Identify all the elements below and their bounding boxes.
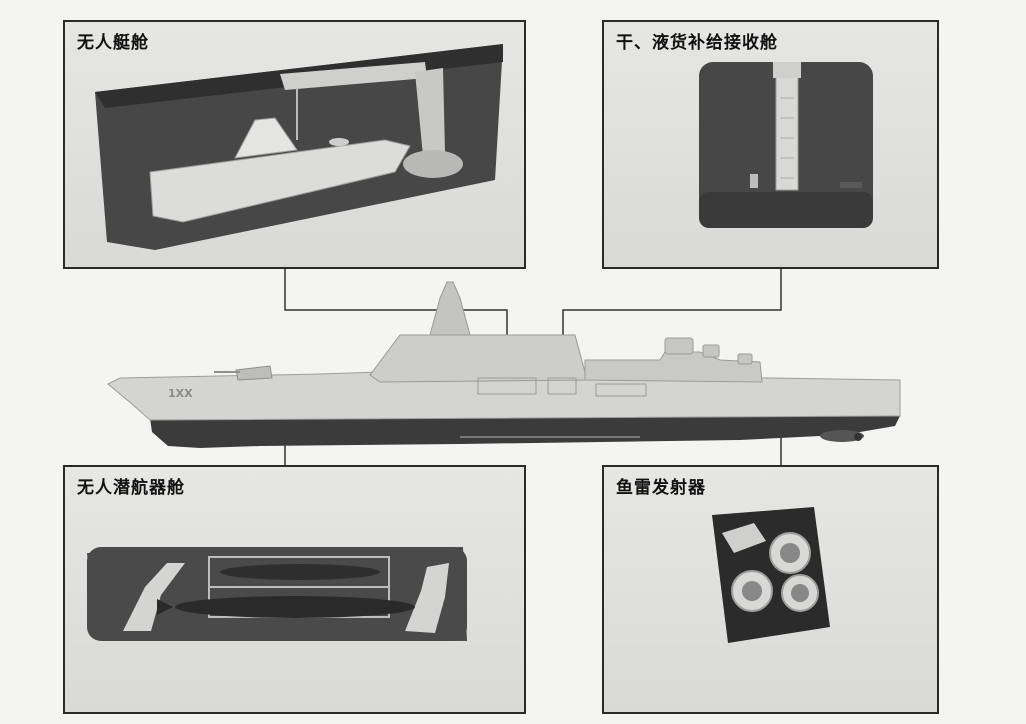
left-cradle (123, 563, 185, 631)
uuv-torpedo-icon (87, 547, 467, 641)
uuv-lower (175, 596, 415, 618)
superstructure (369, 334, 591, 383)
uuv-upper (220, 564, 380, 580)
deck-gun (235, 365, 273, 381)
fuel-receiving-column-icon (699, 62, 873, 228)
torpedo-tubes (722, 523, 819, 612)
uuv-bay-door (595, 383, 647, 397)
mast (429, 281, 471, 336)
uuv-bay-panel: 无人潜航器舱 (63, 465, 526, 714)
crane-base (403, 150, 463, 178)
lower-hull (150, 416, 900, 448)
column-cap (773, 62, 801, 78)
panel-title: 无人潜航器舱 (77, 478, 185, 498)
aft-sensor-small (702, 344, 720, 358)
crane-arm (280, 62, 427, 90)
panel-title: 干、液货补给接收舱 (616, 33, 778, 53)
usv-cabin (234, 117, 298, 159)
usv-sensor (329, 138, 349, 146)
uuv-tail (157, 599, 173, 615)
aft-superstructure (584, 351, 763, 383)
torpedo-tube-icon (712, 507, 830, 643)
crane-column (415, 68, 445, 156)
launcher-opening (712, 507, 830, 643)
bay-floor (699, 192, 873, 228)
usv-bay-panel: 无人艇舱 (63, 20, 526, 269)
torpedo-launcher-panel: 鱼雷发射器 (602, 465, 939, 714)
warship-side-view-icon (107, 281, 901, 448)
usv-bay-door (477, 377, 537, 395)
usv-hull (149, 139, 411, 223)
aft-sensor-tiny (737, 353, 753, 365)
hull-marking: 1XX (168, 387, 193, 400)
receiving-column (775, 63, 799, 191)
deck-hatch (840, 182, 862, 188)
panel-title: 鱼雷发射器 (616, 478, 706, 498)
deck-fitting (750, 174, 758, 188)
upper-hull (107, 371, 901, 421)
replenishment-bay-panel: 干、液货补给接收舱 (602, 20, 939, 269)
replenishment-door (547, 377, 577, 395)
aft-sensor (664, 337, 694, 355)
column-rungs (780, 97, 794, 179)
propeller-hub (854, 433, 862, 441)
right-cradle (405, 563, 449, 633)
propeller (820, 430, 864, 442)
usv-boat-icon (95, 44, 503, 250)
panel-title: 无人艇舱 (77, 33, 149, 53)
